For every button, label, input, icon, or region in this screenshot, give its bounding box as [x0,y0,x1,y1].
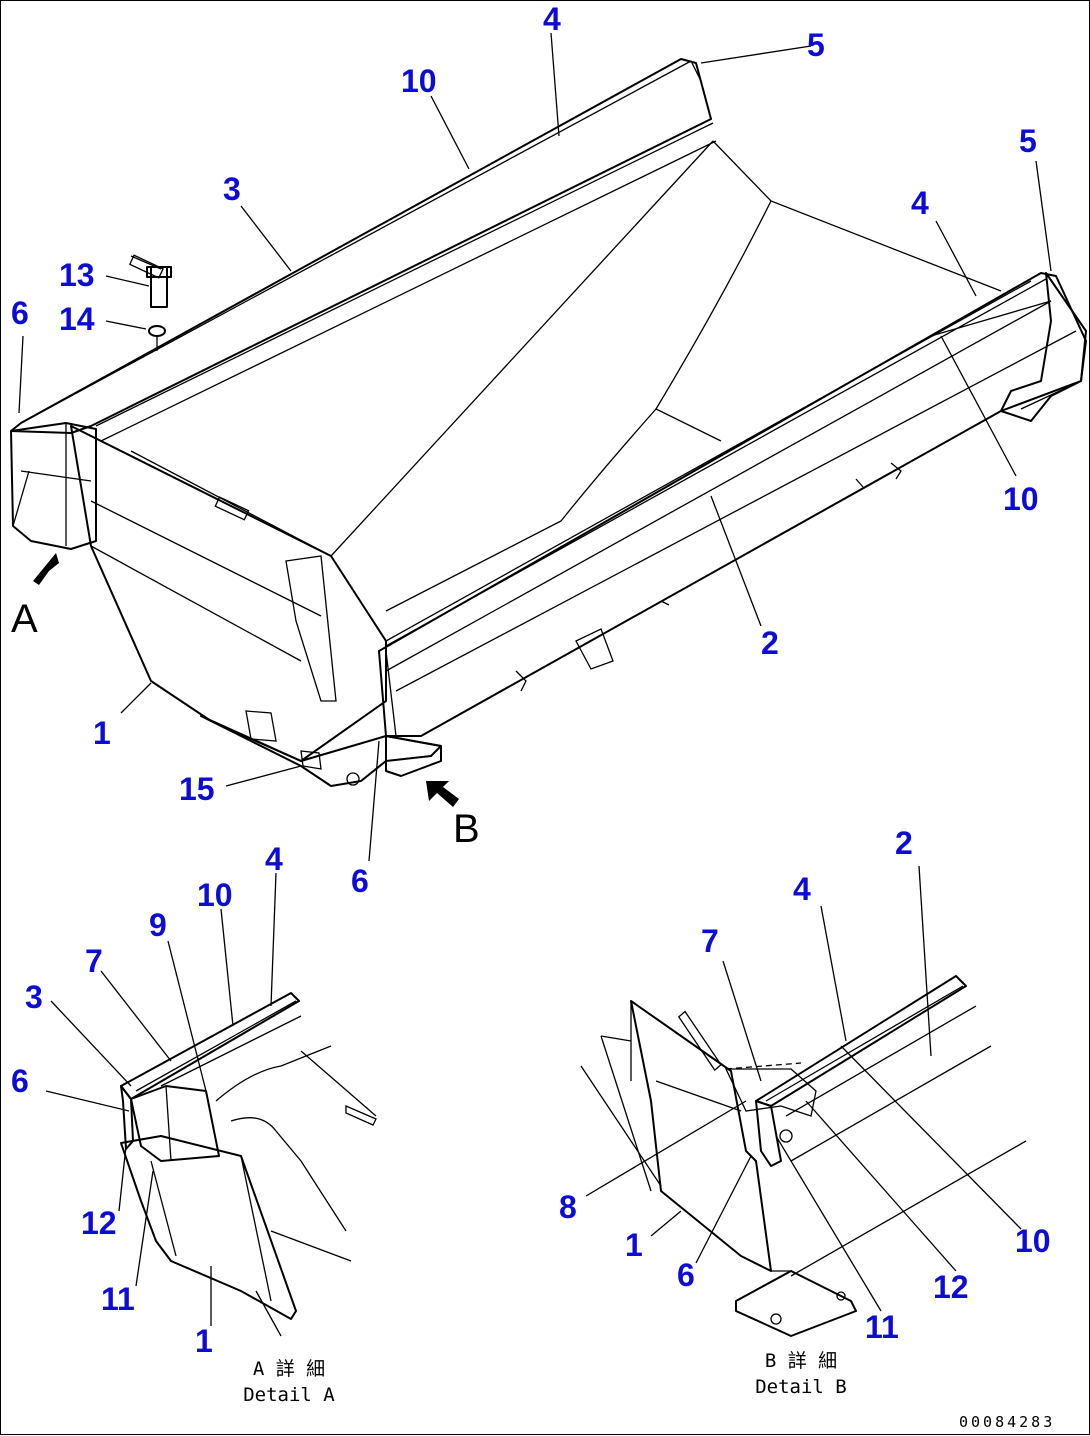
detail-a-callout-12: 12 [81,1205,117,1241]
main-leaders [18,32,1052,862]
detail-a-callout-6: 6 [11,1063,29,1099]
washer-14 [148,325,166,337]
detail-b-callout-11: 11 [865,1309,899,1345]
view-arrow-b [426,781,459,807]
detail-b-drawing [580,975,1027,1337]
detail-a-callout-1: 1 [195,1323,213,1359]
detail-b-callout-2: 2 [895,825,913,861]
detail-b-callout-4: 4 [793,871,811,907]
callout-6-left: 6 [11,295,29,331]
detail-a-callout-4: 4 [265,841,283,877]
left-rail [10,58,712,434]
detail-a-callout-10: 10 [197,877,233,913]
detail-b-leaders [585,865,1022,1312]
callout-3: 3 [223,171,241,207]
detail-b-callout-12: 12 [933,1269,969,1305]
callout-14: 14 [59,301,95,337]
detail-a-leaders [45,872,277,1326]
detail-b-callout-6: 6 [677,1257,695,1293]
callout-1: 1 [93,715,111,751]
detail-a-callout-3: 3 [25,979,43,1015]
right-rail [378,272,1087,737]
callout-6-bottom: 6 [351,863,369,899]
main-assembly [10,58,1087,807]
detail-b-caption-jp: B 詳 細 [764,1350,838,1372]
detail-b-callout-10: 10 [1015,1223,1051,1259]
view-label-b: B [453,807,480,851]
detail-b-callout-7: 7 [701,923,719,959]
detail-a-caption-jp: A 詳 細 [252,1358,326,1380]
front-panel [70,425,387,762]
callout-4-top: 4 [543,1,561,37]
callout-4-right: 4 [911,185,929,221]
detail-a-callout-11: 11 [101,1281,135,1317]
view-label-a: A [11,597,38,641]
callout-5-top: 5 [807,27,825,63]
detail-b-callout-1: 1 [625,1227,643,1263]
document-id: 00084283 [959,1413,1056,1431]
detail-a-callout-7: 7 [85,943,103,979]
detail-a-caption-en: Detail A [243,1384,335,1406]
bolt-13 [150,266,168,308]
detail-a-callout-9: 9 [149,907,167,943]
callout-10-top: 10 [401,63,437,99]
callout-2: 2 [761,625,779,661]
detail-b-callout-8: 8 [559,1189,577,1225]
callout-10-right: 10 [1003,481,1039,517]
callout-13: 13 [59,257,95,293]
callout-5-right: 5 [1019,123,1037,159]
detail-a-drawing [120,992,377,1337]
detail-b-caption-en: Detail B [755,1376,847,1398]
callout-15: 15 [179,771,215,807]
